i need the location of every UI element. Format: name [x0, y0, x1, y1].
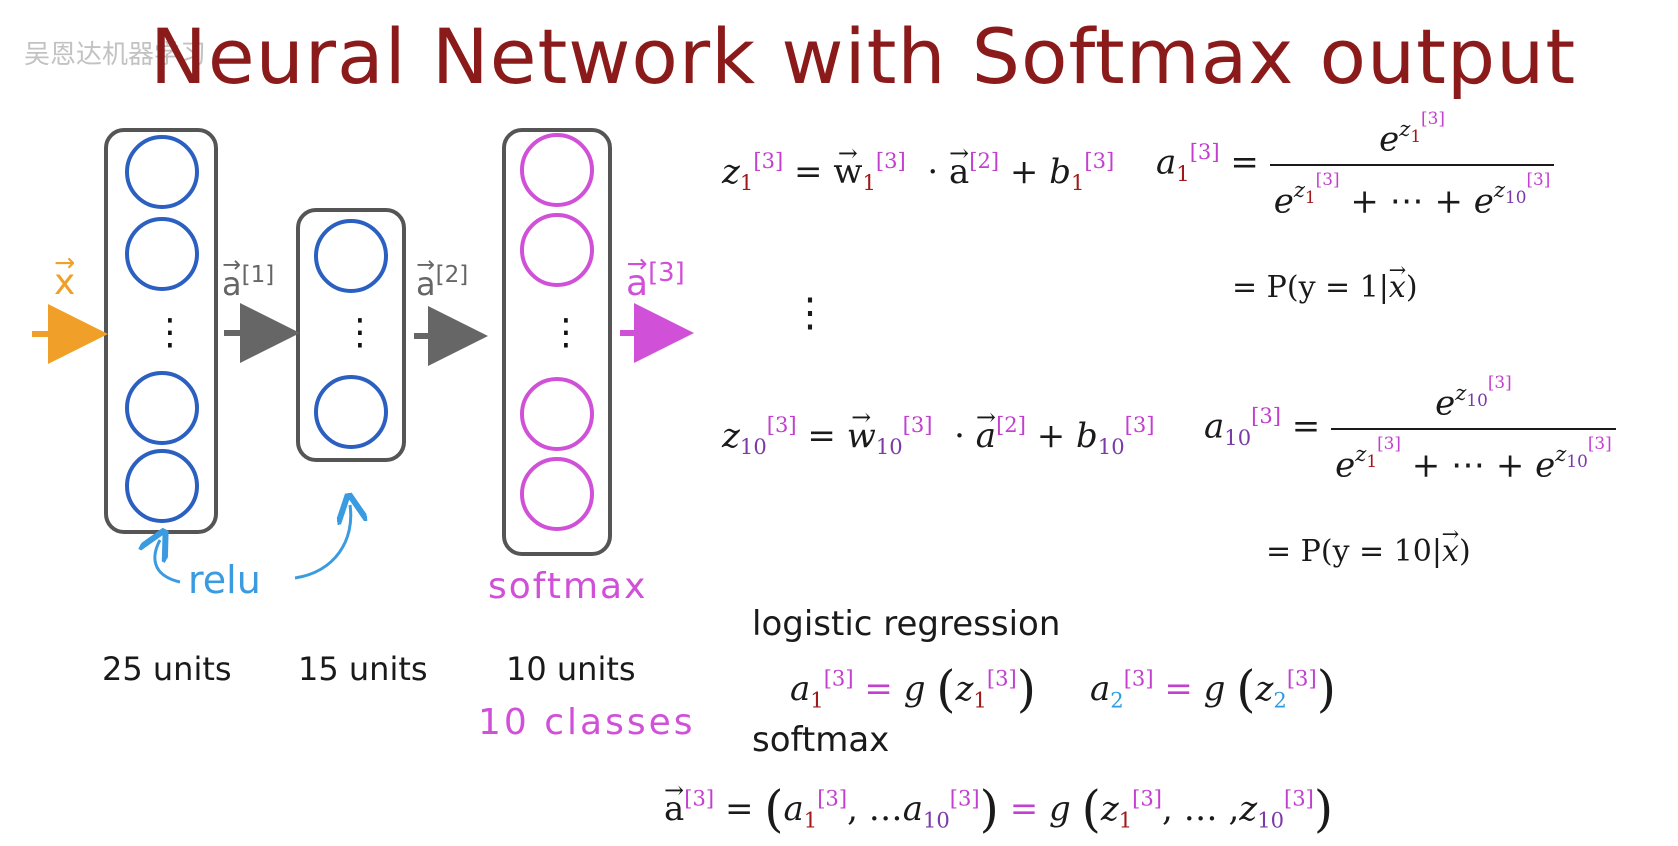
neuron: [125, 135, 199, 209]
a3-label: a[3]: [626, 258, 685, 304]
softmax-hand-label: softmax: [488, 566, 648, 607]
layer3-box: [502, 128, 612, 556]
layer1-dots: ⋮: [152, 312, 188, 353]
equation-a10: a10[3] = ez10[3] ez1[3] + ⋯ + ez10[3]: [1204, 372, 1616, 485]
vertical-ellipsis: ⋮: [790, 290, 830, 336]
neuron: [125, 217, 199, 291]
slide-title: Neural Network with Softmax output: [150, 12, 1577, 101]
neuron: [520, 377, 594, 451]
neuron: [520, 133, 594, 207]
a2-label: a[2]: [416, 262, 468, 303]
neuron: [314, 375, 388, 449]
neuron: [314, 219, 388, 293]
neuron: [520, 213, 594, 287]
equation-z1: z1[3] = w1[3] · a[2] + b1[3]: [722, 148, 1114, 195]
neuron: [125, 449, 199, 523]
relu-label: relu: [188, 558, 261, 602]
equation-a1: a1[3] = ez1[3] ez1[3] + ⋯ + ez10[3]: [1156, 108, 1555, 221]
neuron: [125, 371, 199, 445]
logistic-regression-label: logistic regression: [752, 604, 1061, 644]
input-label: x: [54, 262, 75, 303]
units-layer2: 15 units: [298, 650, 428, 688]
softmax-label: softmax: [752, 720, 890, 760]
units-layer3: 10 units: [506, 650, 636, 688]
watermark: 吴恩达机器学习: [24, 40, 207, 70]
units-layer1: 25 units: [102, 650, 232, 688]
prob-y1: = P(y = 1|x): [1232, 270, 1418, 305]
prob-y10: = P(y = 10|x): [1266, 534, 1471, 569]
equation-logistic: a1[3] = g (z1[3]) a2[3] = g (z2[3]): [790, 660, 1336, 718]
relu-arrow-2: [294, 505, 351, 580]
neuron: [520, 457, 594, 531]
layer3-dots: ⋮: [548, 312, 584, 353]
equation-softmax: a[3] = (a1[3], …a10[3]) = g (z1[3], … ,z…: [664, 780, 1333, 838]
equation-z10: z10[3] = w10[3] · a[2] + b10[3]: [722, 412, 1155, 459]
a1-label: a[1]: [222, 262, 274, 303]
layer2-dots: ⋮: [342, 312, 378, 353]
classes-label: 10 classes: [478, 702, 696, 743]
relu-arrow-1: [155, 540, 181, 584]
